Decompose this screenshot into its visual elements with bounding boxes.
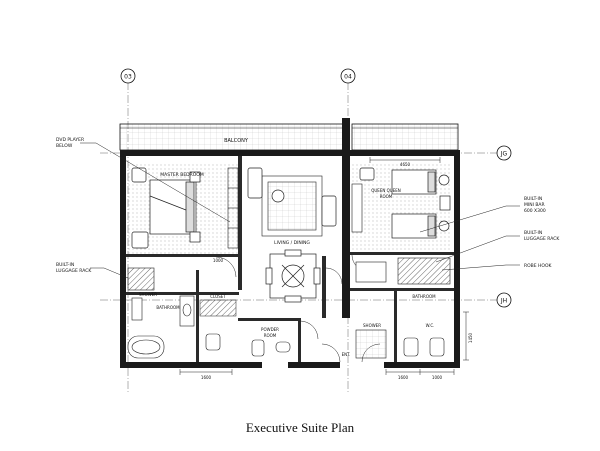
powder-room-fixtures	[251, 339, 291, 357]
dim-4650: 4650	[400, 162, 411, 167]
callout-dvd-player-2: BELOW	[56, 143, 73, 149]
interior-walls	[126, 156, 454, 362]
wc-label: W.C.	[426, 323, 435, 328]
queen-bedroom-label: QUEEN QUEEN	[371, 188, 401, 193]
bathroom-left-label: BATHROOM	[156, 305, 180, 310]
dim-1600-right: 1600	[398, 375, 409, 380]
grid-marker-04: 04	[340, 68, 356, 84]
dim-1000-mid: 1000	[213, 258, 224, 263]
dim-1600-left: 1600	[201, 375, 212, 380]
dim-1450: 1450	[468, 332, 473, 343]
dining-table	[265, 249, 321, 303]
callout-luggage-right-2: LUGGAGE RACK	[524, 236, 560, 242]
minibar	[351, 183, 363, 233]
grid-marker-jh: JH	[496, 292, 512, 308]
callout-luggage-right: BUILT-IN	[524, 230, 542, 236]
svg-text:JH: JH	[500, 298, 507, 305]
entry-label: ENT.	[342, 352, 351, 357]
powder-room-label: POWDER	[261, 327, 279, 332]
svg-text:JG: JG	[500, 151, 508, 158]
dim-1000-right: 1000	[432, 375, 443, 380]
master-bedroom-label: MASTER BEDROOM	[160, 172, 204, 178]
callout-luggage-left-2: LUGGAGE RACK	[56, 268, 92, 274]
shower-left-label: SHOWER	[139, 292, 157, 297]
callout-robe-hook: ROBE HOOK	[524, 263, 552, 269]
callout-dvd-player: DVD PLAYER	[56, 137, 84, 143]
callout-minibar-3: 600 X300	[524, 208, 546, 214]
dimension-lines	[179, 157, 469, 375]
powder-room-label-2: ROOM	[264, 333, 277, 338]
master-armchair	[131, 167, 149, 249]
bathroom-right-label: BATHROOM	[412, 294, 436, 299]
grid-marker-jg: JG	[496, 145, 512, 161]
wardrobe	[227, 167, 239, 249]
callout-minibar: BUILT-IN	[524, 196, 542, 202]
balcony-label: BALCONY	[224, 138, 249, 144]
plan-caption: Executive Suite Plan	[245, 420, 355, 435]
master-bed	[149, 171, 201, 243]
exterior-walls	[120, 118, 460, 368]
callout-minibar-2: MINI BAR	[524, 202, 545, 208]
queen-bedroom-label-2: ROOM	[380, 194, 393, 199]
left-bathroom-fixtures	[127, 267, 221, 359]
balcony: BALCONY	[119, 123, 459, 151]
svg-text:03: 03	[124, 74, 132, 81]
closet-label: CLOSET	[210, 294, 226, 299]
shower-right-label: SHOWER	[363, 323, 381, 328]
svg-text:04: 04	[344, 74, 352, 81]
grid-marker-03: 03	[120, 68, 136, 84]
right-bathroom-fixtures	[355, 257, 451, 359]
callout-luggage-left: BUILT-IN	[56, 262, 74, 268]
queen-beds	[359, 167, 451, 239]
callout-leaders	[80, 142, 520, 279]
sofa	[247, 167, 337, 227]
living-dining-label: LIVING / DINING	[274, 240, 310, 246]
closet-shelves	[199, 299, 237, 317]
living-rug	[261, 175, 323, 237]
